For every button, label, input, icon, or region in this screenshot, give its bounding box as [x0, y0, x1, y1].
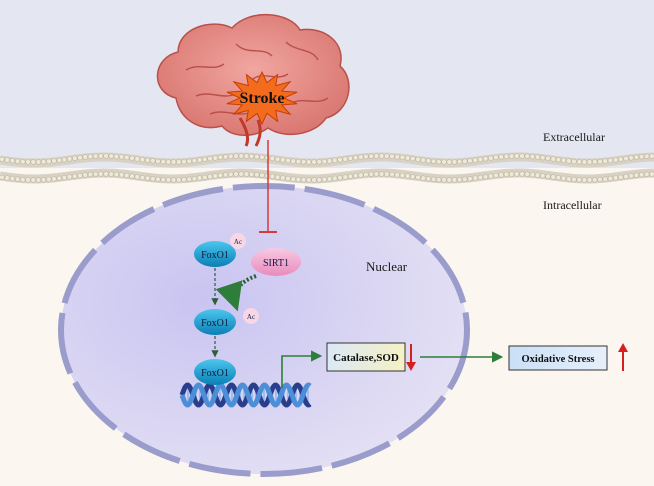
- stroke-label: Stroke: [239, 90, 284, 107]
- svg-text:Ac: Ac: [234, 238, 242, 246]
- svg-text:Catalase,SOD: Catalase,SOD: [333, 352, 399, 364]
- decrease-arrow-icon: [406, 344, 416, 371]
- svg-text:Ac: Ac: [247, 313, 255, 321]
- brain-illustration: [156, 14, 350, 147]
- intracellular-label: Intracellular: [543, 198, 602, 212]
- svg-text:Oxidative Stress: Oxidative Stress: [521, 354, 594, 365]
- nuclear-label: Nuclear: [366, 259, 408, 274]
- stroke-inhibits-sirt1: [259, 140, 277, 233]
- svg-text:FoxO1: FoxO1: [201, 250, 229, 261]
- increase-arrow-icon: [618, 343, 628, 371]
- svg-text:FoxO1: FoxO1: [201, 318, 229, 329]
- transcription-arrow: [281, 350, 323, 388]
- acetyl-tag-top: Ac: [230, 233, 246, 249]
- deacetylation-arrow: [215, 274, 257, 312]
- svg-text:SIRT1: SIRT1: [263, 258, 289, 269]
- svg-text:FoxO1: FoxO1: [201, 368, 229, 379]
- foxo1-node-bottom: FoxO1: [194, 359, 236, 385]
- stroke-burst: [226, 70, 298, 126]
- extracellular-label: Extracellular: [543, 130, 605, 144]
- oxidative-stress-box: Oxidative Stress: [508, 345, 608, 371]
- catalase-sod-box: Catalase,SOD: [326, 342, 406, 372]
- acetyl-tag-middle: Ac: [243, 308, 259, 324]
- foxo1-node-middle: FoxO1: [194, 309, 236, 335]
- cell-membrane: [0, 152, 654, 184]
- nucleus: [58, 183, 470, 477]
- foxo1-node-top: FoxO1: [194, 241, 236, 267]
- sirt1-node: SIRT1: [251, 248, 301, 276]
- dna-helix: [179, 382, 312, 408]
